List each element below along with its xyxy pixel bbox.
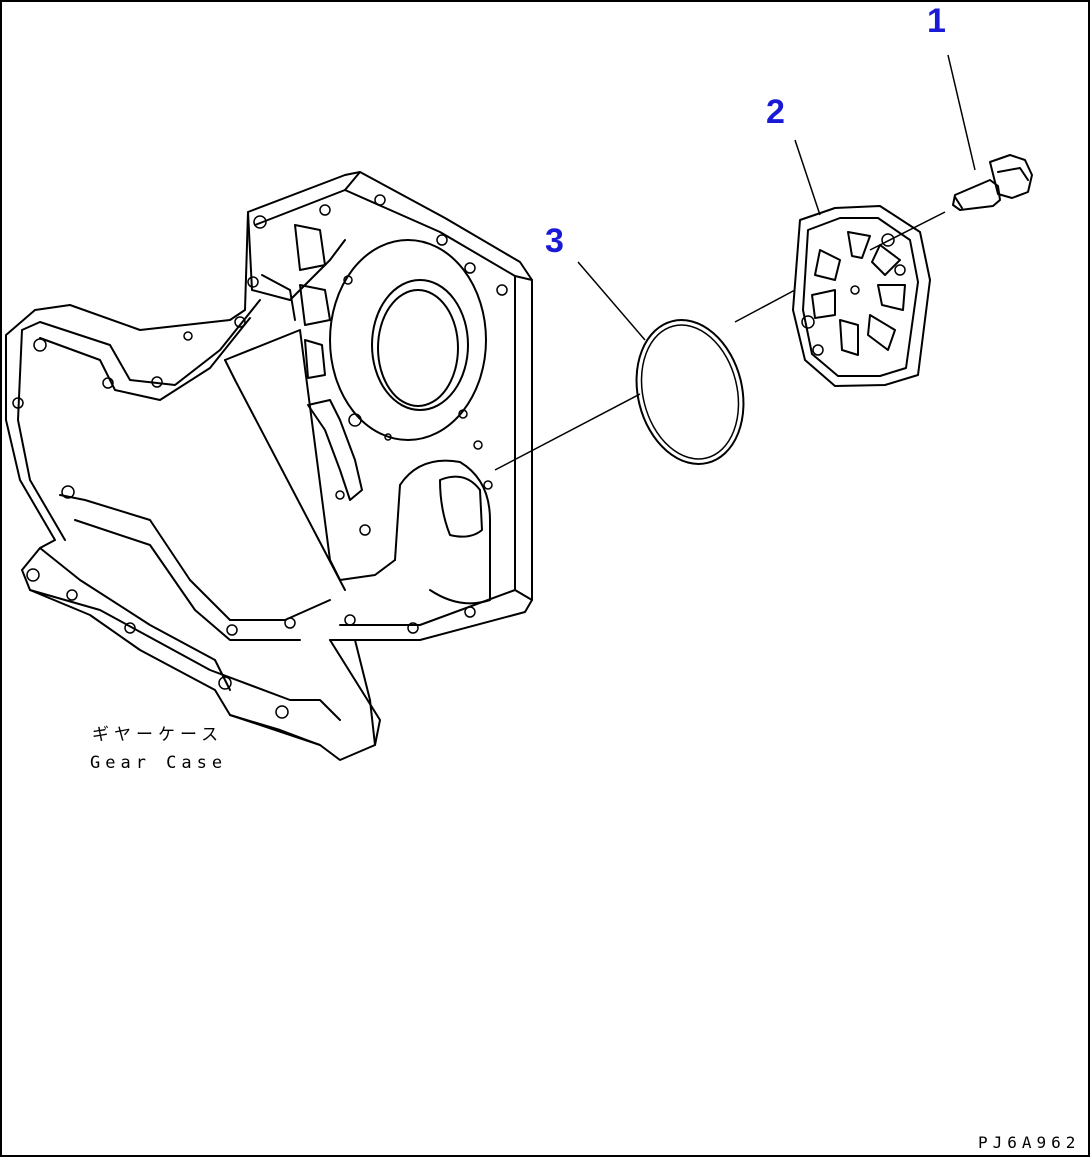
caption-english: Gear Case — [90, 753, 227, 773]
explosion-lines — [494, 211, 946, 471]
gear-case-drawing — [5, 171, 533, 761]
drawing-number: PJ6A962 — [978, 1133, 1080, 1152]
callout-3: 3 — [545, 222, 564, 260]
caption-japanese: ギヤーケース — [92, 725, 223, 745]
o-ring-drawing — [635, 319, 745, 465]
leader-lines — [577, 54, 976, 341]
bolt-drawing — [952, 154, 1033, 211]
cover-plate-drawing — [792, 205, 931, 387]
callout-2: 2 — [766, 93, 785, 131]
callout-1: 1 — [927, 2, 946, 40]
